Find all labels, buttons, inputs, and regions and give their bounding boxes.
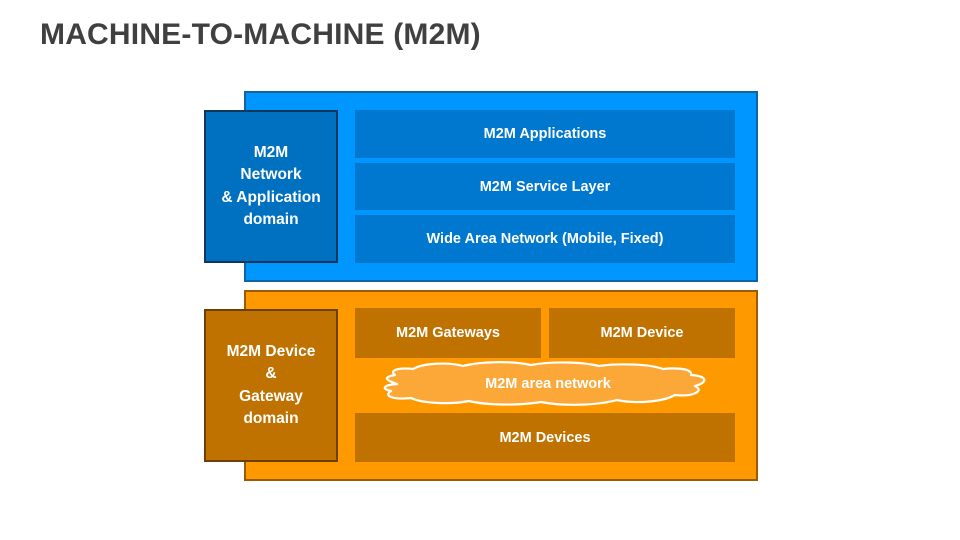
cloud-label: M2M area network (485, 376, 611, 392)
network-application-domain-label[interactable]: M2M Network & Application domain (204, 110, 338, 263)
row-label: M2M Service Layer (479, 178, 611, 195)
device-gateway-domain-label[interactable]: M2M Device & Gateway domain (204, 309, 338, 462)
row-label: M2M Gateways (396, 325, 500, 341)
domain-label-line-2: & (265, 365, 277, 383)
domain-label-line-3: & Application (221, 188, 321, 206)
domain-label-line-4: domain (243, 409, 299, 427)
domain-label-line-1: M2M (253, 143, 289, 161)
row-m2m-service-layer[interactable]: M2M Service Layer (355, 163, 735, 210)
cloud-shape-icon (383, 361, 706, 406)
page-title: MACHINE-TO-MACHINE (M2M) (40, 18, 481, 51)
row-wide-area-network[interactable]: Wide Area Network (Mobile, Fixed) (355, 215, 735, 263)
domain-label-line-2: Network (240, 166, 302, 184)
domain-label-line-4: domain (243, 210, 299, 228)
row-m2m-applications[interactable]: M2M Applications (355, 110, 735, 158)
row-m2m-device[interactable]: M2M Device (549, 308, 735, 358)
row-label: Wide Area Network (Mobile, Fixed) (426, 231, 664, 247)
row-label: M2M Device (600, 325, 684, 341)
row-label: M2M Devices (499, 429, 591, 446)
row-m2m-gateways[interactable]: M2M Gateways (355, 308, 541, 358)
domain-label-line-1: M2M Device (226, 342, 316, 360)
row-label: M2M Applications (483, 126, 607, 142)
domain-label-line-3: Gateway (239, 387, 303, 405)
m2m-area-network-cloud[interactable]: M2M area network (363, 360, 727, 408)
row-m2m-devices[interactable]: M2M Devices (355, 413, 735, 462)
